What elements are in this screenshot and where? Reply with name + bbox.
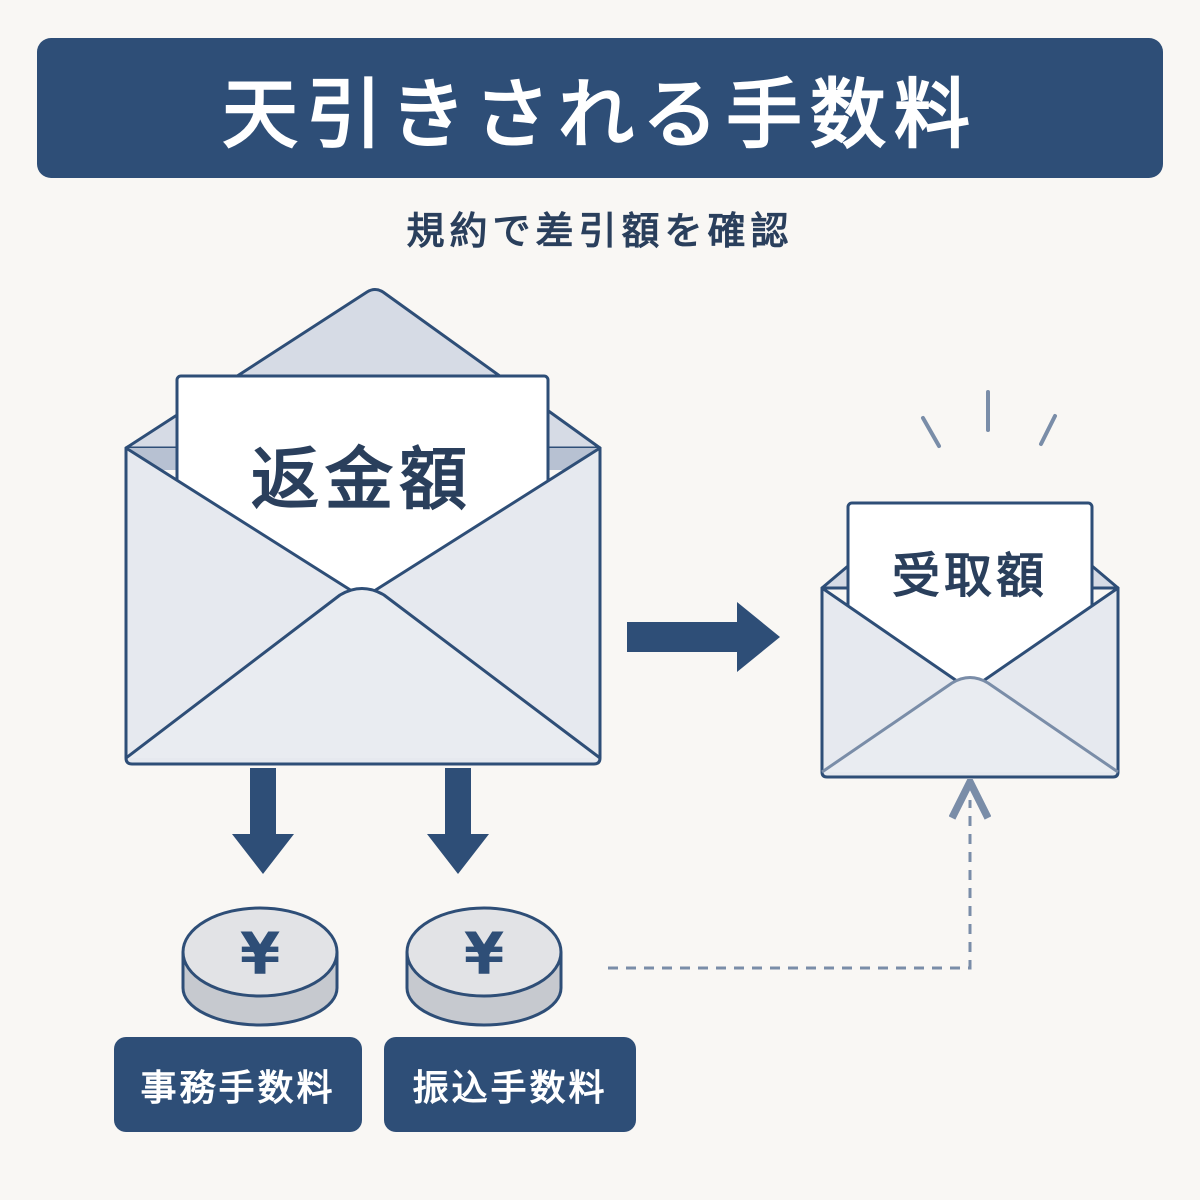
fee-label-admin: 事務手数料	[114, 1037, 362, 1132]
yen-symbol: ¥	[240, 920, 280, 988]
received-envelope: 受取額	[820, 501, 1120, 779]
yen-coin-icon: ¥	[405, 906, 563, 1027]
right-arrow-icon	[627, 602, 780, 672]
title-banner: 天引きされる手数料	[37, 38, 1163, 178]
fee-label-transfer: 振込手数料	[384, 1037, 636, 1132]
refund-envelope-front-flap	[125, 587, 601, 760]
yen-coin-icon: ¥	[181, 906, 339, 1027]
received-amount-label: 受取額	[892, 548, 1048, 604]
refund-amount-label: 返金額	[251, 441, 473, 520]
refund-envelope: 返金額	[124, 288, 602, 766]
yen-symbol: ¥	[464, 920, 504, 988]
received-envelope-front-flap	[821, 676, 1119, 774]
down-arrow-icon	[427, 768, 489, 874]
down-arrow-icon	[232, 768, 294, 874]
dashed-connector	[608, 800, 970, 970]
page-title: 天引きされる手数料	[222, 70, 978, 159]
page-subtitle: 規約で差引額を確認	[406, 209, 794, 253]
highlight-burst-icon	[921, 390, 1057, 448]
